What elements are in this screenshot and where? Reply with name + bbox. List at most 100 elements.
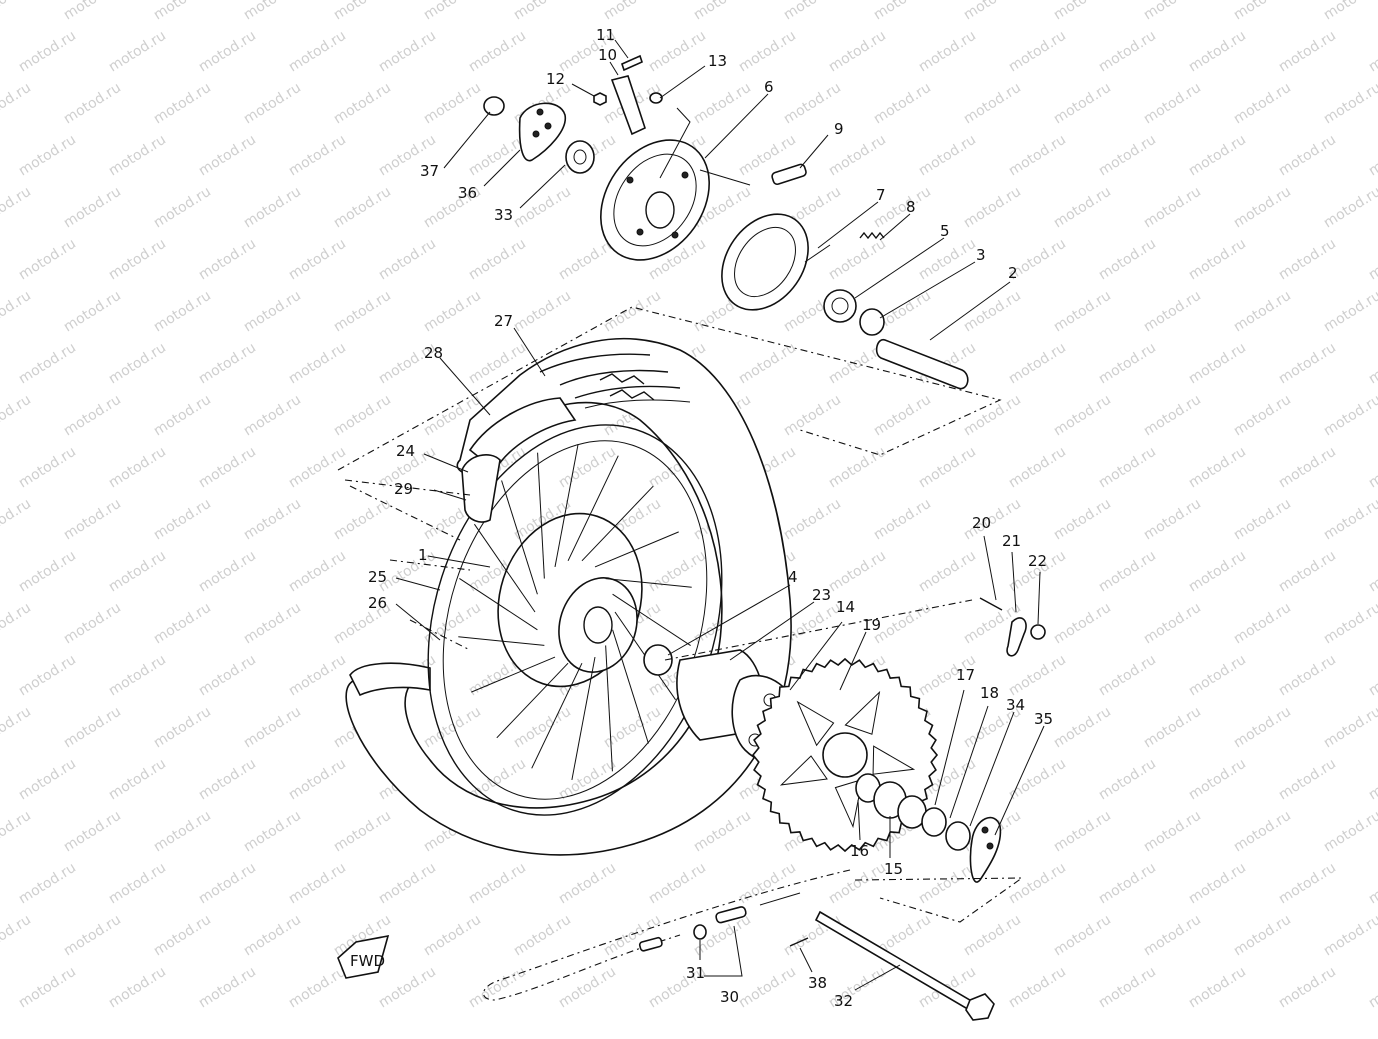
watermark-text: motod.ru xyxy=(1096,132,1159,180)
watermark-text: motod.ru xyxy=(1276,444,1339,492)
watermark-text: motod.ru xyxy=(826,548,889,596)
spoke xyxy=(612,593,691,646)
collar xyxy=(565,140,595,174)
watermark-text: motod.ru xyxy=(241,288,304,336)
watermark-text: motod.ru xyxy=(196,548,259,596)
watermark-text: motod.ru xyxy=(286,548,349,596)
watermark-text: motod.ru xyxy=(1186,132,1249,180)
watermark-text: motod.ru xyxy=(196,132,259,180)
watermark-text: motod.ru xyxy=(826,28,889,76)
watermark-text: motod.ru xyxy=(331,392,394,440)
watermark-text: motod.ru xyxy=(1366,964,1378,1012)
watermark-text: motod.ru xyxy=(0,600,34,648)
spoke xyxy=(531,662,583,769)
watermark-text: motod.ru xyxy=(1051,288,1114,336)
callout-25: 25 xyxy=(368,568,387,586)
watermark-text: motod.ru xyxy=(466,236,529,284)
watermark-text: motod.ru xyxy=(196,444,259,492)
chain-segment xyxy=(759,892,801,906)
watermark-text: motod.ru xyxy=(286,236,349,284)
watermark-text: motod.ru xyxy=(106,548,169,596)
watermark-text: motod.ru xyxy=(466,964,529,1012)
watermark-text: motod.ru xyxy=(286,132,349,180)
watermark-text: motod.ru xyxy=(826,132,889,180)
watermark-text: motod.ru xyxy=(1321,600,1378,648)
watermark-text: motod.ru xyxy=(871,392,934,440)
brake-shoe-plate xyxy=(600,139,710,261)
watermark-text: motod.ru xyxy=(16,340,79,388)
watermark-text: motod.ru xyxy=(196,28,259,76)
watermark-text: motod.ru xyxy=(106,132,169,180)
watermark-text: motod.ru xyxy=(1006,652,1069,700)
watermark-text: motod.ru xyxy=(1321,704,1378,752)
cotter-pin-38 xyxy=(789,937,809,947)
watermark-text: motod.ru xyxy=(646,548,709,596)
sprocket-assembly xyxy=(643,597,1046,883)
spoke xyxy=(605,578,692,588)
watermark-text: motod.ru xyxy=(871,496,934,544)
callout-8: 8 xyxy=(906,198,916,216)
bearing xyxy=(823,289,857,323)
watermark-text: motod.ru xyxy=(61,392,124,440)
camshaft xyxy=(771,163,807,186)
callout-5: 5 xyxy=(940,222,950,240)
oil-seal xyxy=(859,308,885,336)
watermark-text: motod.ru xyxy=(1366,28,1378,76)
watermark-text: motod.ru xyxy=(61,704,124,752)
watermark-text: motod.ru xyxy=(376,860,439,908)
watermark-text: motod.ru xyxy=(1186,652,1249,700)
watermark-text: motod.ru xyxy=(286,340,349,388)
watermark-text: motod.ru xyxy=(1006,860,1069,908)
watermark-text: motod.ru xyxy=(0,0,34,23)
watermark-text: motod.ru xyxy=(1366,756,1378,804)
sprocket-window xyxy=(779,755,828,786)
oil-seal-18 xyxy=(921,807,947,837)
watermark-text: motod.ru xyxy=(106,236,169,284)
spoke xyxy=(473,523,536,613)
watermark-text: motod.ru xyxy=(916,28,979,76)
watermark-text: motod.ru xyxy=(0,184,34,232)
callout-27: 27 xyxy=(494,312,513,330)
hub-internals-top xyxy=(823,289,969,390)
callout-28: 28 xyxy=(424,344,443,362)
watermark-text: motod.ru xyxy=(1231,392,1294,440)
watermark-text: motod.ru xyxy=(1006,132,1069,180)
watermark-text: motod.ru xyxy=(241,704,304,752)
callout-labels: 11 10 12 13 6 9 7 8 5 3 2 37 36 33 27 28… xyxy=(368,26,1053,1010)
watermark-text: motod.ru xyxy=(691,0,754,23)
watermark-text: motod.ru xyxy=(61,496,124,544)
watermark-text: motod.ru xyxy=(196,756,259,804)
watermark-text: motod.ru xyxy=(871,0,934,23)
watermark-text: motod.ru xyxy=(1321,288,1378,336)
watermark-text: motod.ru xyxy=(1366,444,1378,492)
watermark-text: motod.ru xyxy=(0,496,34,544)
watermark-text: motod.ru xyxy=(916,548,979,596)
watermark-text: motod.ru xyxy=(826,236,889,284)
spoke xyxy=(605,645,613,772)
assembly-lines xyxy=(337,107,1024,923)
tension-bar xyxy=(1006,617,1027,657)
watermark-text: motod.ru xyxy=(1276,964,1339,1012)
spoke xyxy=(537,452,545,579)
watermark-text: motod.ru xyxy=(421,288,484,336)
clip xyxy=(693,924,707,940)
watermark-text: motod.ru xyxy=(286,652,349,700)
watermark-text: motod.ru xyxy=(556,964,619,1012)
spoke xyxy=(471,656,556,693)
washer xyxy=(649,92,663,104)
watermark-text: motod.ru xyxy=(781,496,844,544)
watermark-text: motod.ru xyxy=(376,28,439,76)
watermark-text: motod.ru xyxy=(1141,496,1204,544)
watermark-text: motod.ru xyxy=(16,652,79,700)
watermark-text: motod.ru xyxy=(16,444,79,492)
watermark-text: motod.ru xyxy=(1096,548,1159,596)
watermark-text: motod.ru xyxy=(1321,0,1378,23)
watermark-text: motod.ru xyxy=(916,860,979,908)
watermark-text: motod.ru xyxy=(1231,704,1294,752)
spoke xyxy=(554,443,579,568)
watermark-text: motod.ru xyxy=(736,860,799,908)
watermark-text: motod.ru xyxy=(16,236,79,284)
direction-label: FWD xyxy=(350,952,385,970)
watermark-text: motod.ru xyxy=(286,964,349,1012)
nut-22 xyxy=(1030,624,1046,640)
